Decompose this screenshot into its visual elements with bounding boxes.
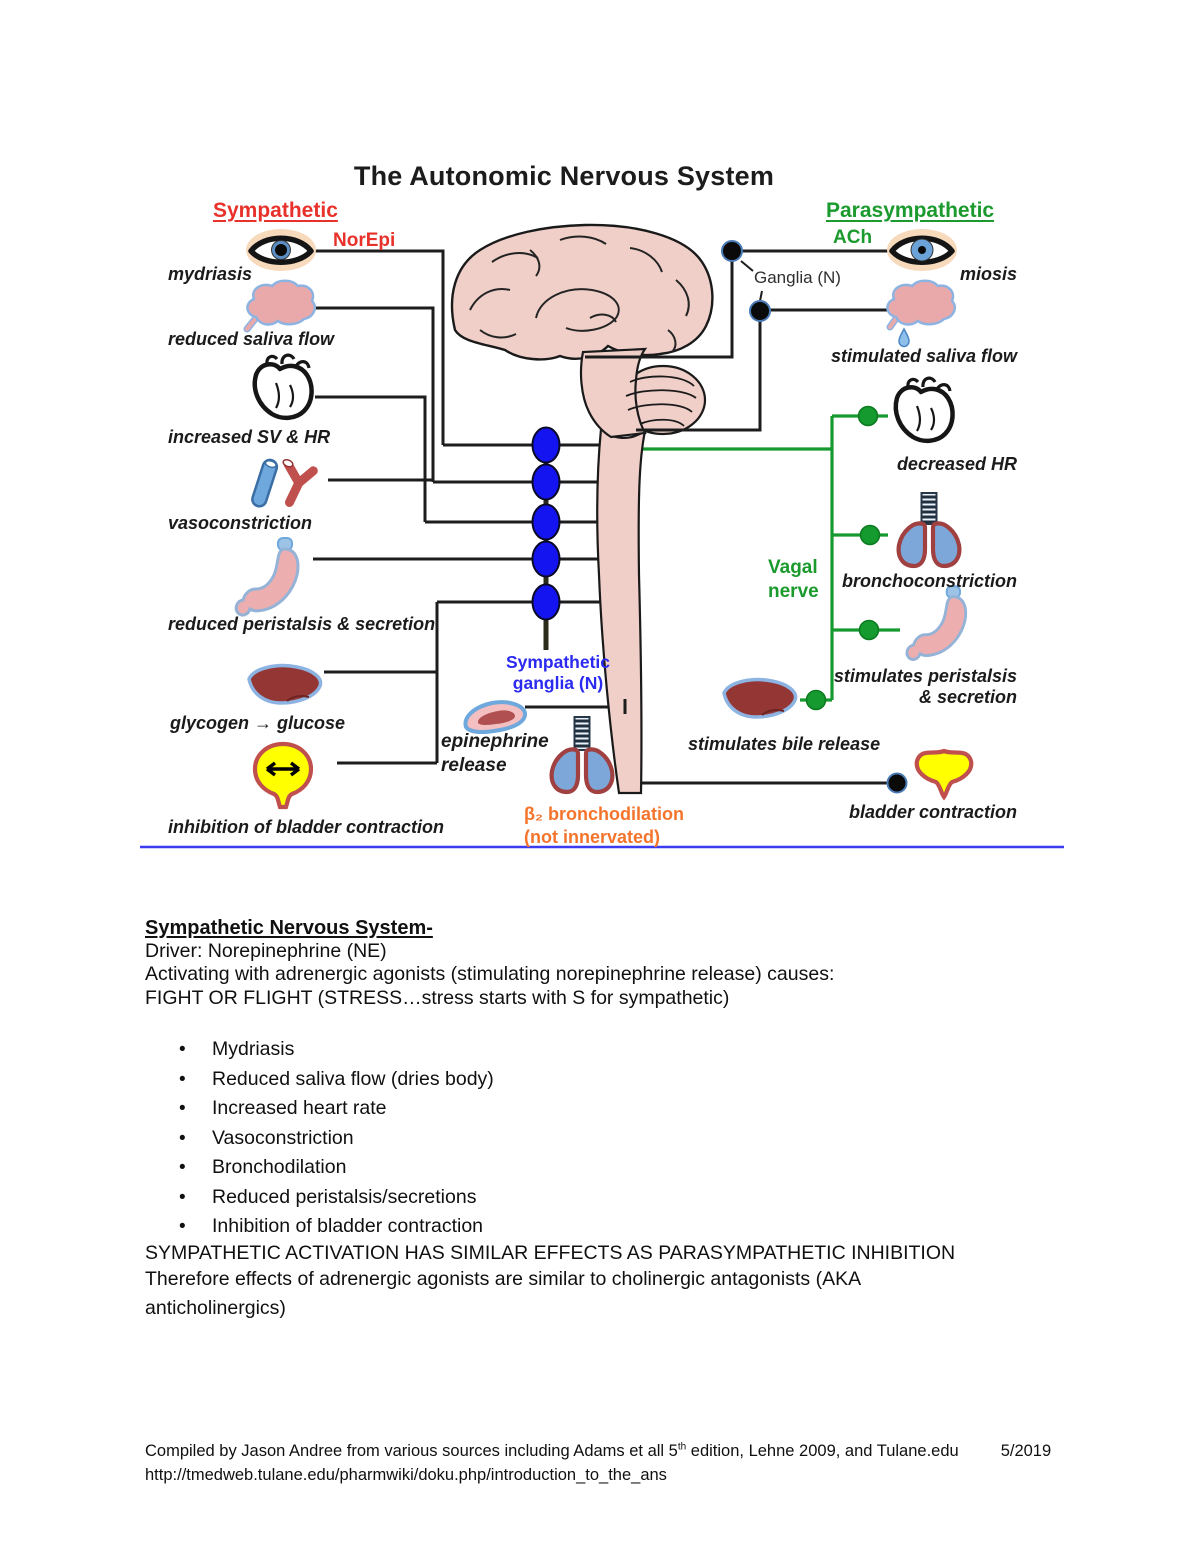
bullet-item: Mydriasis [179,1035,1095,1065]
vagal-ganglia-dots [805,405,881,711]
bladder-contraction-label: bladder contraction [848,802,1017,822]
footer-text: edition, Lehne 2009, and Tulane.edu [686,1442,959,1460]
adrenal-gland-icon [463,700,528,734]
heart-organ-icon [252,353,314,421]
stimulates-peristalsis-label: stimulates peristalsis & secretion [833,666,1017,708]
liver-icon [247,663,323,705]
lungs-icon [549,716,615,795]
epinephrine-release-label: epinephrine release [441,731,549,776]
ach-label: ACh [833,227,873,248]
parasympathetic-ganglia-dots [721,240,908,794]
bladder-relaxed-icon [252,741,314,810]
document-text: Sympathetic Nervous System- Driver: Nore… [145,916,1095,1323]
sympathetic-ganglia-label: Sympathetic ganglia (N) [505,652,611,693]
vasoconstriction-label: vasoconstriction [168,513,313,533]
ans-diagram: The Autonomic Nervous System Sympathetic… [140,161,1064,849]
bullet-item: Reduced peristalsis/secretions [179,1183,1095,1213]
ganglia-n-label: Ganglia (N) [754,268,841,287]
footer-text: Compiled by Jason Andree from various so… [145,1442,678,1460]
lungs-icon [896,492,962,569]
mydriasis-label: mydriasis [168,264,253,284]
bronchoconstriction-label: bronchoconstriction [842,571,1017,591]
eye-constricted-icon [887,229,957,271]
fight-or-flight-paragraph: FIGHT OR FLIGHT (STRESS…stress starts wi… [145,986,730,1009]
decreased-hr-label: decreased HR [896,454,1017,474]
reduced-peristalsis-label: reduced peristalsis & secretion [168,614,436,634]
bullet-item: Increased heart rate [179,1094,1095,1124]
bullet-item: Reduced saliva flow (dries body) [179,1065,1095,1095]
miosis-label: miosis [959,264,1017,284]
reduced-saliva-label: reduced saliva flow [168,329,335,349]
inhibition-bladder-label: inhibition of bladder contraction [168,817,444,837]
brain-icon [450,223,714,439]
footer-date: 5/2019 [1000,1442,1052,1460]
bullet-item: Inhibition of bladder contraction [179,1212,1095,1242]
vagal-nerve-label: Vagal nerve [768,557,819,602]
salivary-gland-drip-icon [886,279,956,348]
stomach-icon [234,537,300,617]
parasympathetic-connection-lines [585,249,895,432]
spinal-cord [596,426,647,795]
beta2-bronchodilation-label: β₂ bronchodilation (not innervated) [524,804,684,847]
footer-attribution: Compiled by Jason Andree from various so… [145,1439,1145,1463]
increased-sv-hr-label: increased SV & HR [168,427,331,447]
stimulated-saliva-label: stimulated saliva flow [830,346,1017,366]
bladder-contracted-icon [914,748,974,801]
heart-organ-icon [893,376,955,444]
activating-paragraph: Activating with adrenergic agonists (sti… [145,963,835,986]
bullet-item: Bronchodilation [179,1153,1095,1183]
page-footer: Compiled by Jason Andree from various so… [145,1439,1145,1488]
glycogen-glucose-label: glycogen → glucose [170,713,346,733]
saliva-drop-icon [898,327,910,348]
driver-paragraph: Driver: Norepinephrine (NE) [145,940,387,962]
effects-bullet-list: Mydriasis Reduced saliva flow (dries bod… [145,1035,1095,1242]
bullet-item: Vasoconstriction [179,1124,1095,1154]
eye-dilated-icon [246,229,316,271]
double-arrow-icon [265,761,301,777]
sympathetic-chain-ganglia [531,426,561,650]
norepi-label: NorEpi [333,230,396,251]
section-heading: Sympathetic Nervous System- [145,917,433,939]
footer-superscript: th [677,1441,687,1453]
stomach-icon [905,585,968,661]
liver-icon [722,677,798,719]
parasympathetic-heading: Parasympathetic [826,199,995,222]
similar-effects-paragraph: SYMPATHETIC ACTIVATION HAS SIMILAR EFFEC… [145,1241,956,1264]
diagram-title: The Autonomic Nervous System [353,161,775,191]
blood-vessels-icon [251,458,318,508]
ans-diagram-canvas [140,223,1064,849]
stimulates-bile-label: stimulates bile release [688,734,881,754]
salivary-gland-icon [243,279,316,333]
footer-url: http://tmedweb.tulane.edu/pharmwiki/doku… [145,1466,667,1485]
therefore-paragraph: Therefore effects of adrenergic agonists… [145,1268,862,1320]
sympathetic-heading: Sympathetic [213,199,338,222]
